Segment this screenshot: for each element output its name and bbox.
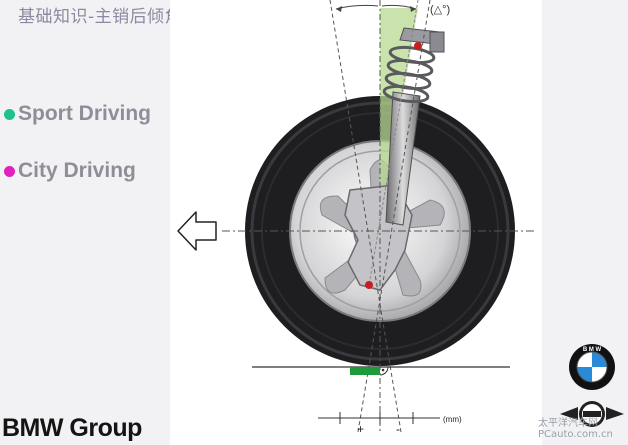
measurement-scale: + - (mm) <box>318 412 462 436</box>
bullet-dot-green-icon <box>4 108 15 120</box>
bullet-sport-driving: Sport Driving <box>4 102 151 126</box>
reference-lines <box>222 0 534 433</box>
upper-pivot-point <box>414 42 422 50</box>
coil-spring <box>382 45 436 104</box>
right-angle-marker <box>379 366 389 376</box>
contact-patch <box>350 367 380 375</box>
watermark-line1: 太平洋汽车网 <box>538 418 598 429</box>
bmw-group-logo: BMW Group <box>2 414 142 442</box>
watermark-line2: PCauto.com.cn <box>538 429 613 440</box>
scale-minus-label: - <box>396 422 400 436</box>
top-mount-bolt <box>429 31 445 53</box>
scale-unit-label: (mm) <box>443 415 462 424</box>
angle-arrow-left-icon <box>336 6 342 12</box>
caster-line-left <box>329 0 402 433</box>
watermark: 太平洋汽车网 PCauto.com.cn <box>538 418 613 440</box>
svg-text:B M W: B M W <box>583 347 602 353</box>
caster-line-right <box>357 0 431 433</box>
mini-wings-icon <box>560 401 624 427</box>
angle-arrow-right-icon <box>410 6 416 12</box>
scale-plus-label: + <box>357 422 364 436</box>
lower-pivot-point <box>365 281 373 289</box>
bullet-dot-magenta-icon <box>4 165 15 177</box>
bullet-city-driving: City Driving <box>4 159 136 183</box>
bullet-label: City Driving <box>18 159 136 182</box>
bullet-label: Sport Driving <box>18 102 152 125</box>
right-angle-dot <box>381 368 385 372</box>
bmw-roundel-icon: B M W <box>569 344 615 390</box>
strut-tube <box>385 91 421 226</box>
angle-label: (△°) <box>430 4 450 16</box>
slide-title: 基础知识-主销后倾角 <box>18 7 183 27</box>
strut-assembly <box>382 27 445 226</box>
steering-axis-line <box>368 0 419 286</box>
arrow-left-icon <box>177 211 217 251</box>
